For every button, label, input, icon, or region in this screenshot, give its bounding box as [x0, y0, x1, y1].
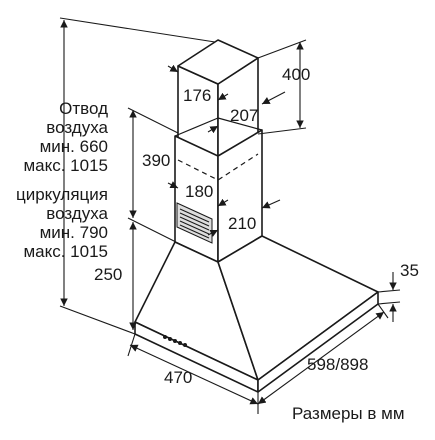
recirculation-label-line2: воздуха	[46, 204, 108, 223]
exhaust-max: макс. 1015	[23, 156, 108, 175]
recirculation-min: мин. 790	[39, 223, 108, 242]
exhaust-label-line2: воздуха	[46, 118, 108, 137]
vent-grille	[176, 202, 213, 244]
dimension-lines	[59, 17, 401, 414]
units-caption: Размеры в мм	[292, 404, 405, 423]
dim-upper-chimney-width: 207	[230, 106, 259, 125]
dim-lower-chimney-depth: 180	[185, 182, 214, 201]
dim-upper-chimney-height: 400	[282, 65, 311, 84]
dim-hood-depth: 470	[164, 368, 193, 387]
exhaust-min: мин. 660	[39, 137, 108, 156]
dim-canopy-height: 250	[94, 265, 123, 284]
dim-lower-chimney-height: 390	[142, 151, 171, 170]
recirculation-max: макс. 1015	[23, 242, 108, 261]
exhaust-label-line1: Отвод	[59, 99, 108, 118]
dim-edge-height: 35	[400, 261, 419, 280]
dim-upper-chimney-depth: 176	[183, 86, 212, 105]
telescopic-overlap-dashed	[177, 153, 259, 181]
dim-lower-chimney-width: 210	[228, 214, 257, 233]
dim-hood-width: 598/898	[307, 355, 369, 374]
recirculation-label-line1: циркуляция	[15, 185, 108, 204]
